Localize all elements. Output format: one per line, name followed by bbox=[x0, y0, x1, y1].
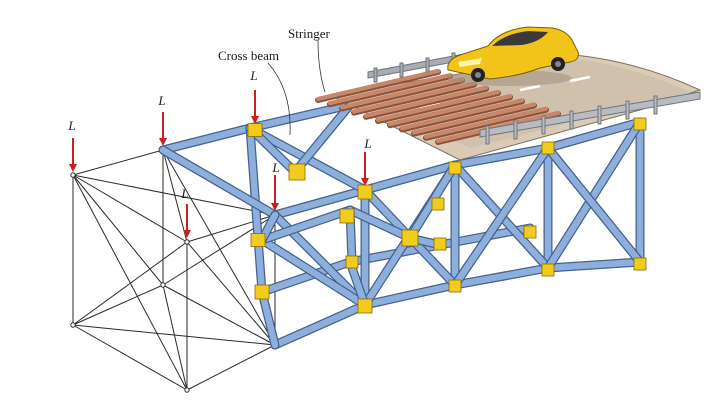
stringer-face bbox=[412, 102, 536, 135]
load-label: L bbox=[180, 186, 188, 201]
load-arrow-head bbox=[271, 203, 279, 211]
truss-member-face bbox=[451, 144, 552, 169]
truss-member-face bbox=[346, 206, 414, 242]
truss-member-face bbox=[258, 236, 369, 309]
guardrail-far bbox=[367, 51, 476, 83]
truss-member-face bbox=[451, 264, 552, 289]
truss-member-face bbox=[159, 124, 254, 154]
cross-beam-label: Cross beam bbox=[218, 48, 279, 63]
truss-member-face bbox=[258, 258, 354, 296]
gusset-plate-icon bbox=[448, 161, 462, 175]
gusset-plate-icon bbox=[345, 255, 359, 269]
truss-member-face bbox=[544, 258, 644, 272]
gusset-plate-icon bbox=[431, 197, 445, 211]
load-arrow-head bbox=[361, 178, 369, 186]
gusset-plate-icon bbox=[541, 141, 555, 155]
load-label: L bbox=[67, 118, 75, 133]
stringer-face bbox=[316, 69, 440, 101]
truss-member-face bbox=[544, 118, 644, 152]
load-arrow-head bbox=[183, 230, 191, 238]
truss-member-face bbox=[291, 101, 354, 176]
deck-assembly bbox=[315, 26, 702, 161]
gusset-plate-icon bbox=[339, 208, 355, 224]
truss-member-face bbox=[346, 258, 369, 309]
truss-member-face bbox=[271, 186, 369, 219]
gusset-plate-icon bbox=[523, 225, 537, 239]
stringer-face bbox=[388, 94, 512, 127]
gusset-plate-icon bbox=[288, 163, 306, 181]
load-arrow-icon: L bbox=[180, 186, 191, 238]
truss-member-face bbox=[544, 118, 644, 272]
load-label: L bbox=[157, 93, 165, 108]
load-arrow-head bbox=[159, 138, 167, 146]
load-arrow-head bbox=[69, 164, 77, 172]
callouts: Stringer Cross beam bbox=[218, 26, 331, 136]
gusset-plate-icon bbox=[633, 117, 647, 131]
cross-beam-leader bbox=[267, 62, 291, 136]
gusset-plate-icon bbox=[448, 279, 462, 293]
gusset-plate-icon bbox=[250, 233, 266, 247]
truss-member-face bbox=[451, 144, 552, 289]
gusset-plate-icon bbox=[357, 298, 373, 314]
truss-member-face bbox=[258, 288, 279, 349]
load-label: L bbox=[271, 160, 279, 175]
stringer-leader bbox=[317, 39, 326, 93]
stringers bbox=[315, 69, 561, 145]
truss-member-face bbox=[246, 124, 266, 296]
stringer-face bbox=[364, 85, 488, 118]
truss-member-face bbox=[361, 161, 459, 194]
load-label: L bbox=[363, 136, 371, 151]
gusset-plate-icon bbox=[633, 257, 647, 271]
car-icon bbox=[447, 26, 579, 86]
truss-member-face bbox=[258, 206, 354, 244]
gusset-plate-icon bbox=[401, 229, 419, 247]
stringer-face bbox=[424, 106, 548, 139]
stringer-face bbox=[376, 90, 500, 122]
truss-member-face bbox=[246, 101, 354, 132]
stringer-face bbox=[328, 73, 452, 106]
load-arrow-head bbox=[251, 116, 259, 124]
gusset-plate-icon bbox=[254, 284, 270, 300]
load-arrows: L L L L L L bbox=[67, 68, 372, 238]
gusset-plate-icon bbox=[247, 123, 263, 137]
load-arrow-icon: L bbox=[271, 160, 280, 211]
stringer-label: Stringer bbox=[288, 26, 331, 41]
truss-member-face bbox=[159, 146, 279, 219]
load-arrow-icon: L bbox=[249, 68, 259, 124]
load-label: L bbox=[249, 68, 257, 83]
gusset-plate-icon bbox=[541, 263, 555, 277]
gusset-plate-icon bbox=[357, 184, 373, 200]
truss-member-face bbox=[544, 144, 644, 266]
stringer-face bbox=[340, 77, 464, 110]
load-arrow-icon: L bbox=[361, 136, 372, 186]
guardrail-near bbox=[479, 91, 701, 145]
stringer-face bbox=[400, 98, 524, 131]
load-arrow-icon: L bbox=[157, 93, 167, 146]
gusset-plates bbox=[247, 117, 647, 314]
gusset-plate-icon bbox=[433, 237, 447, 251]
stringer-face bbox=[352, 81, 476, 114]
truss-member-face bbox=[361, 281, 459, 309]
load-arrow-icon: L bbox=[67, 118, 77, 172]
truss-member-face bbox=[271, 301, 369, 349]
